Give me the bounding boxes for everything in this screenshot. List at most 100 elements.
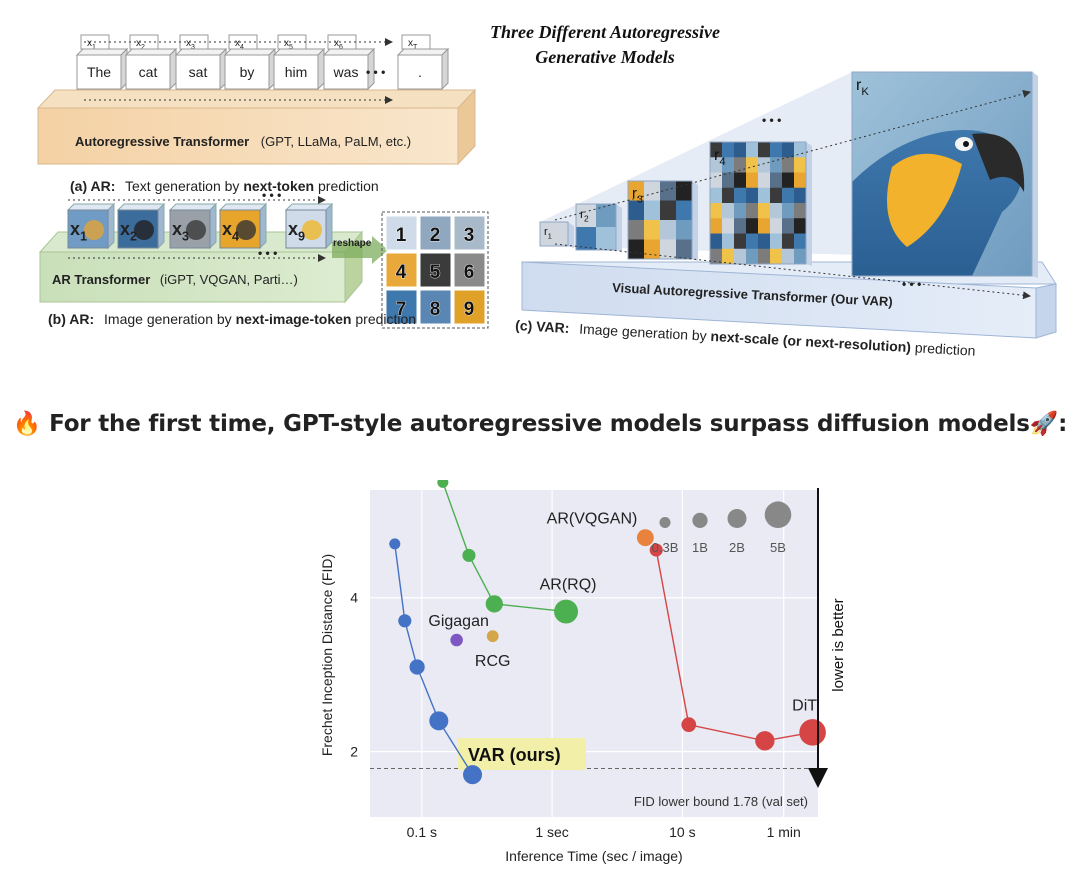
token-index-label: x1 [87,38,96,51]
size-legend-marker [692,512,708,528]
figure-title-line1: Three Different Autoregressive [490,22,720,42]
grid-image-token: 6 [453,252,486,288]
image-token-label: x4 [222,219,239,243]
grid-image-token: 1 [385,215,418,251]
scale-image-5: rK [851,71,1038,278]
grid-number: 4 [396,262,407,283]
scale-label: rK [856,77,869,98]
x-tick-label: 0.1 s [407,824,437,840]
series-ar-vqgan- [636,529,654,547]
grid-image-token: 2 [419,215,452,251]
token-word: by [240,64,255,80]
token-ellipsis-a: • • • [366,65,385,79]
panel-b-caption: (b) AR: Image generation by next-image-t… [48,311,416,327]
data-point [437,480,449,488]
plot-area [370,490,818,817]
autoregressive-models-figure: Three Different Autoregressive Generativ… [36,22,1057,359]
data-point [554,599,579,624]
data-point [429,711,449,731]
reshape-label: reshape [333,238,372,249]
y-tick-label: 4 [350,590,358,606]
data-point [398,614,412,628]
series-label: AR(RQ) [540,577,597,594]
fid-lower-bound-label: FID lower bound 1.78 (val set) [634,794,808,809]
token-word: cat [139,64,158,80]
series-ar-rq- [437,480,579,624]
headline: 🔥 For the first time, GPT-style autoregr… [12,411,1068,437]
grid-number: 9 [464,299,475,320]
x-axis-label: Inference Time (sec / image) [505,848,682,864]
size-legend-label: 1B [692,540,708,555]
scale-ellipsis-bottom: • • • [902,277,921,291]
data-point [649,543,663,557]
token-index-label: x6 [334,38,343,51]
data-point [463,765,483,785]
grid-number: 1 [396,225,407,246]
data-point [799,719,826,746]
image-token: x4 [218,202,268,250]
grid-image-token: 4 [385,252,418,288]
scale-ellipsis-top: • • • [762,113,781,127]
token-word: . [418,64,422,80]
y-axis-label: Frechet Inception Distance (FID) [319,554,335,756]
image-token-label: x9 [288,219,305,243]
grid-number: 5 [430,262,441,283]
series-label: Gigagan [428,613,489,630]
data-point [462,548,476,562]
series-label: RCG [475,653,511,670]
series-gigagan [450,633,463,647]
grid-image-token: 5 [419,252,452,288]
image-token: x1 [66,202,116,250]
ar-transformer-label: AR Transformer (iGPT, VQGAN, Parti…) [52,272,298,287]
autoregressive-transformer-label: Autoregressive Transformer (GPT, LLaMa, … [75,134,411,149]
lower-is-better-label: lower is better [830,598,847,691]
data-point [450,633,463,647]
grid-number: 7 [396,299,407,320]
token-word: sat [189,64,208,80]
token-ellipsis-b2: • • • [258,246,277,260]
grid-number: 8 [430,299,441,320]
scale-label: r2 [580,207,589,224]
token-index-label: x4 [235,38,244,51]
series-label: AR(VQGAN) [547,511,638,528]
scale-label: r4 [714,147,726,168]
grid-image-token: 7 [385,289,418,325]
grid-image-token: 3 [453,215,486,251]
scale-image-4: r4 [709,141,812,266]
panel-a-caption: (a) AR: Text generation by next-token pr… [70,178,379,194]
data-point [389,538,401,550]
size-legend-marker [659,516,671,528]
token-ellipsis-b: • • • [262,188,281,202]
size-legend-marker [764,501,792,528]
scale-label: r3 [632,185,643,206]
y-tick-label: 2 [350,744,358,760]
image-token-label: x2 [120,219,137,243]
text-token: xT. [396,34,450,91]
image-token-label: x3 [172,219,189,243]
image-token: x2 [116,202,166,250]
size-legend-label: 0.3B [652,540,679,555]
series-dit [649,543,826,751]
reshape-arrow [332,236,388,264]
size-legend-label: 5B [770,540,786,555]
grid-number: 3 [464,225,475,246]
data-point [486,630,499,643]
image-token: x9 [284,202,334,250]
text-token: x4 by [223,34,277,91]
data-point [409,659,425,675]
text-token: x6 was [322,34,376,91]
image-token-label: x1 [70,219,87,243]
x-tick-label: 1 sec [535,824,568,840]
scale-image-3: r3 [627,180,698,261]
token-word: was [333,64,359,80]
grid-image-token: 8 [419,289,452,325]
x-tick-label: 10 s [669,824,695,840]
size-legend-label: 2B [729,540,745,555]
x-tick-label: 1 min [767,824,801,840]
series-label: DiT [792,697,817,714]
series-line [442,482,567,613]
